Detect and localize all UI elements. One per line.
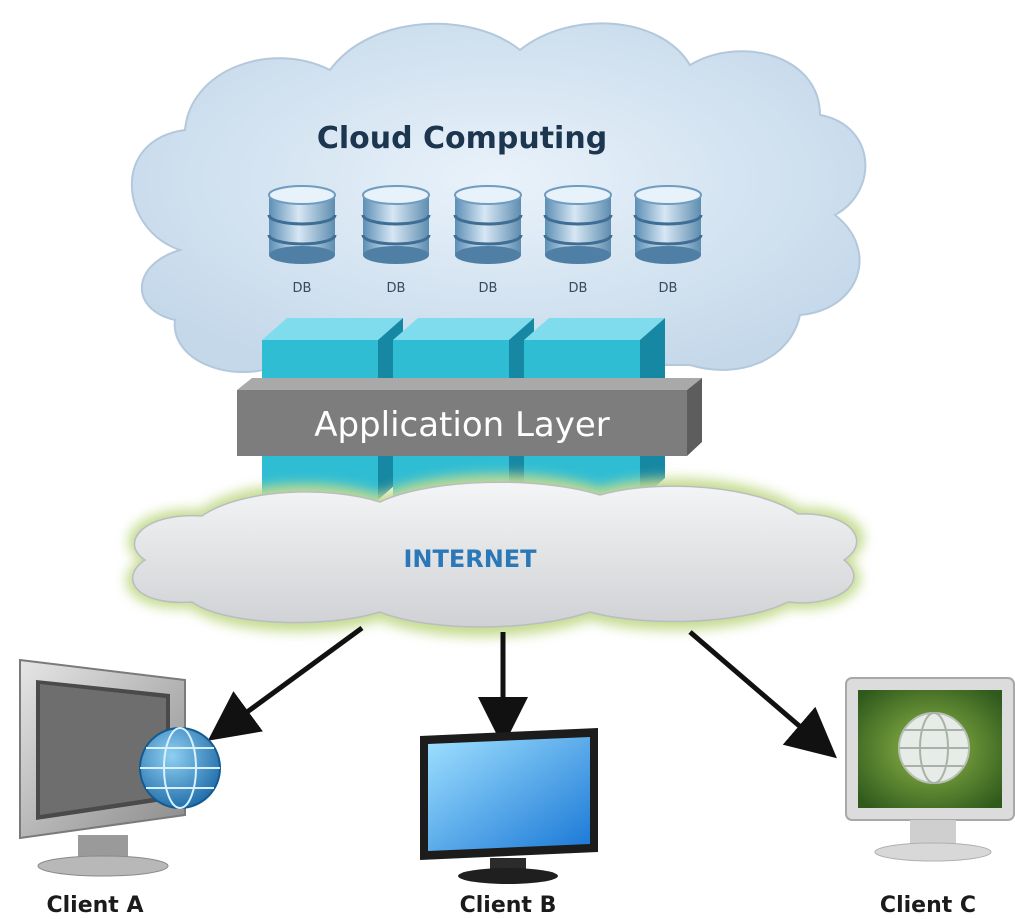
database-icon (453, 185, 523, 264)
application-layer-label: Application Layer (314, 405, 610, 445)
monitor-with-globe-icon (19, 658, 221, 877)
database-group: DB DB DB DB (267, 185, 703, 296)
arrow-to-client-c (688, 630, 837, 759)
client-b-label: Client B (460, 893, 557, 918)
database-label: DB (569, 281, 588, 296)
database-label: DB (387, 281, 406, 296)
database-label: DB (659, 281, 678, 296)
globe-icon (898, 712, 970, 784)
internet-cloud (126, 474, 864, 637)
connection-arrows (207, 625, 837, 759)
database-label: DB (293, 281, 312, 296)
flat-screen-monitor-icon (420, 728, 598, 884)
arrow-to-client-a (207, 625, 364, 741)
client-c-label: Client C (880, 893, 976, 918)
internet-label: INTERNET (403, 545, 537, 573)
database-icon (543, 185, 613, 264)
client-a-label: Client A (46, 893, 143, 918)
database-label: DB (479, 281, 498, 296)
green-screen-monitor-icon (845, 677, 1015, 862)
database-icon (633, 185, 703, 264)
globe-icon (139, 727, 221, 809)
application-layer-bar (237, 378, 702, 456)
cloud-title: Cloud Computing (317, 121, 607, 156)
database-icon (267, 185, 337, 264)
database-icon (361, 185, 431, 264)
